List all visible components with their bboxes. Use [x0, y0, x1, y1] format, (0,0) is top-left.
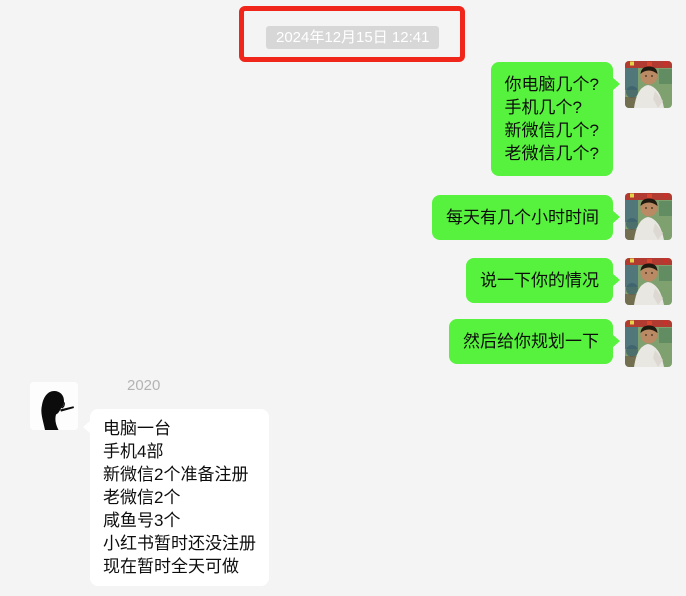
outgoing-message-bubble[interactable]: 你电脑几个? 手机几个? 新微信几个? 老微信几个?	[490, 62, 621, 176]
avatar-photo-man	[625, 61, 672, 108]
my-avatar[interactable]	[625, 258, 672, 305]
my-avatar[interactable]	[625, 193, 672, 240]
outgoing-message-bubble[interactable]: 然后给你规划一下	[449, 319, 620, 364]
avatar-photo-man	[625, 320, 672, 367]
outgoing-message-bubble[interactable]: 说一下你的情况	[466, 258, 620, 303]
incoming-message-bubble[interactable]: 电脑一台 手机4部 新微信2个准备注册 老微信2个 咸鱼号3个 小红书暂时还没注…	[83, 409, 269, 586]
contact-avatar[interactable]	[30, 382, 78, 430]
avatar-photo-man	[625, 193, 672, 240]
chat-timestamp: 2024年12月15日 12:41	[266, 26, 440, 49]
my-avatar[interactable]	[625, 320, 672, 367]
avatar-silhouette-smoker	[30, 382, 78, 430]
avatar-photo-man	[625, 258, 672, 305]
contact-nickname: 2020	[127, 377, 161, 394]
my-avatar[interactable]	[625, 61, 672, 108]
outgoing-message-bubble[interactable]: 每天有几个小时时间	[432, 195, 620, 240]
